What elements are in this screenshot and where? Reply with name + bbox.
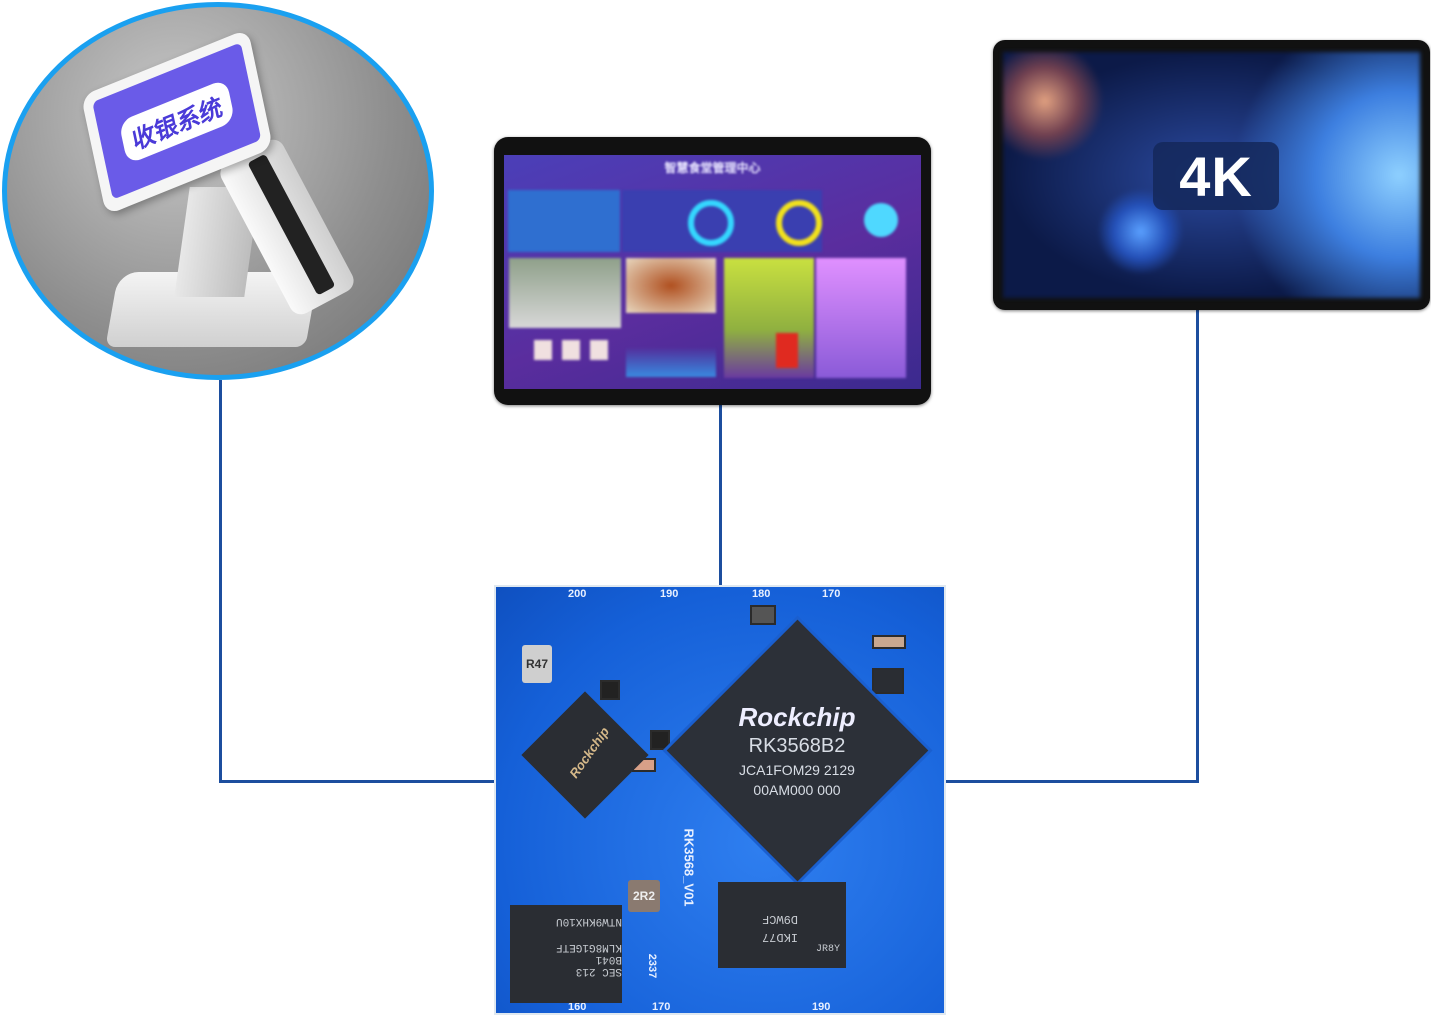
date-code: 2337: [646, 953, 659, 979]
ddr-line: IKD77: [762, 930, 799, 944]
inductor-r47: R47: [522, 645, 552, 683]
soc-line3: 00AM000 000: [753, 782, 841, 798]
edge-label: 190: [812, 1001, 831, 1013]
edge-label: 170: [652, 1001, 671, 1013]
inductor-2r2: 2R2: [628, 880, 660, 912]
edge-label: 160: [568, 1001, 587, 1013]
edge-label: 170: [822, 588, 841, 600]
ddr-line: JR8Y: [816, 944, 841, 955]
connector-pos-horizontal: [219, 780, 497, 783]
edge-label: 180: [752, 588, 771, 600]
emmc-line: KLM8G1GETF: [555, 941, 622, 953]
edge-label: 200: [568, 588, 587, 600]
dashboard-screen: 智慧食堂管理中心: [504, 155, 921, 389]
ddr-line: D9WCF: [762, 912, 799, 926]
soc-line2: JCA1FOM29 2129: [739, 762, 855, 778]
board-name: RK3568_V01: [681, 828, 697, 907]
dashboard-title: 智慧食堂管理中心: [664, 161, 761, 175]
soc-brand: Rockchip: [738, 702, 856, 732]
pos-screen-label: 收银系统: [118, 77, 236, 165]
pos-terminal-image: 收银系统: [2, 2, 434, 380]
connector-4k-horizontal: [944, 780, 1199, 783]
connector-dashboard-vertical: [719, 290, 722, 587]
dashboard-display: 智慧食堂管理中心: [494, 137, 931, 405]
emmc-chip: NTW9KHX10U KLM8G1GETF B041 SEC 213: [510, 905, 622, 1003]
emmc-line: B041: [595, 953, 622, 965]
emmc-line: NTW9KHX10U: [555, 915, 622, 927]
4k-display: [993, 40, 1430, 310]
ddr-memory-chip: D9WCF IKD77 JR8Y: [718, 882, 846, 968]
connector-pos-vertical: [219, 380, 222, 783]
4k-badge: 4K: [1153, 142, 1279, 210]
soc-model: RK3568B2: [748, 735, 846, 757]
edge-label: 190: [660, 588, 679, 600]
emmc-line: SEC 213: [575, 965, 622, 977]
connector-4k-vertical: [1196, 295, 1199, 783]
